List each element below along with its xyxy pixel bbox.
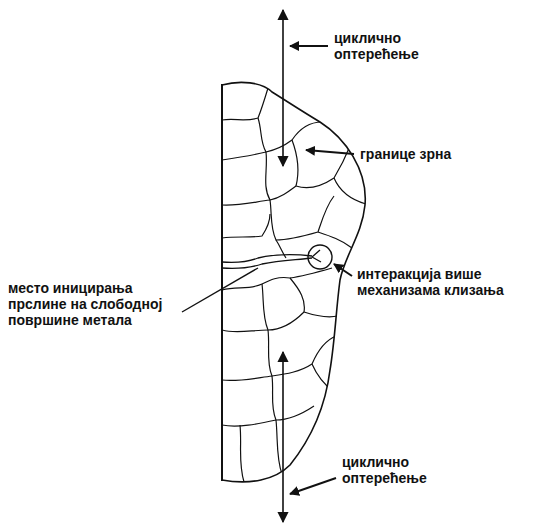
load-arrow [282,352,284,522]
leader-arrow [334,264,352,276]
free-surface [221,84,223,481]
leader-arrow [306,150,354,154]
crack [222,258,312,268]
leader-arrow [290,45,328,47]
slip-interaction-label: интеракција више механизама клизања [357,266,535,298]
grain-boundary-label: границе зрна [360,146,500,162]
load-arrow [282,10,284,166]
crack-tip [312,250,321,262]
load-label: циклично оптерећење [334,30,454,62]
leader-arrow [290,478,336,494]
crack [222,255,312,263]
metal-outline [222,82,365,482]
leader-line [182,268,258,312]
crack-initiation-label: место иницирања прслине на слободној пов… [8,280,174,328]
slip-interaction-circle [308,245,332,269]
grain-boundaries [222,88,366,482]
load-label: циклично оптерећење [342,454,462,486]
